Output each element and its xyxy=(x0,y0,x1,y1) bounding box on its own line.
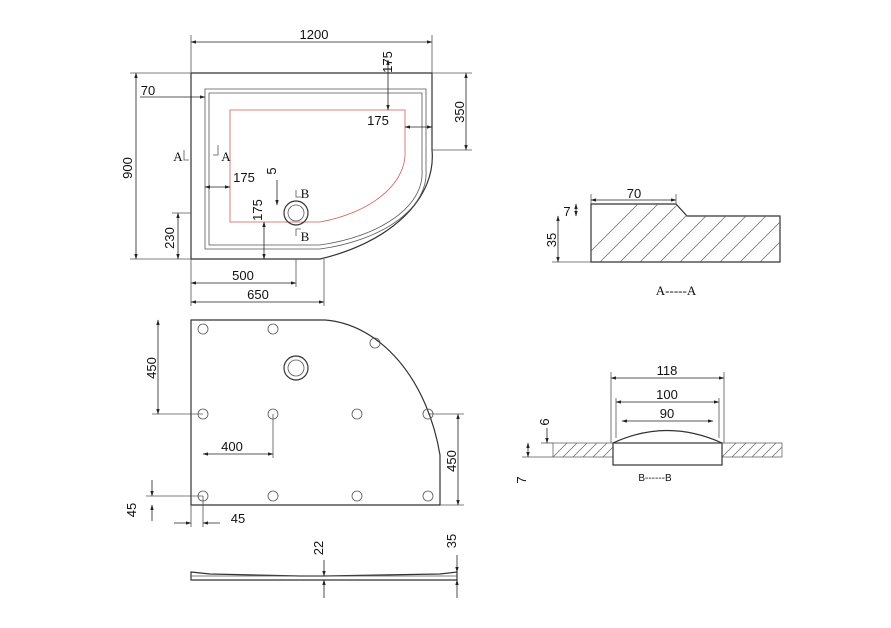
dim-175-inner-vert: 175 xyxy=(250,199,265,221)
bottom-dim-45-vert: 45 xyxy=(124,503,139,517)
section-bb-caption: B------B xyxy=(638,473,672,484)
bb-dim-90: 90 xyxy=(660,406,674,421)
dim-175-inner-left: 175 xyxy=(233,170,255,185)
section-b-top: B xyxy=(301,186,310,201)
support-foot xyxy=(422,490,434,502)
drain-icon xyxy=(283,200,309,226)
bottom-dim-450-left: 450 xyxy=(144,357,159,379)
bottom-drain-icon xyxy=(283,355,309,381)
support-foot xyxy=(351,408,363,420)
dim-175-corner: 175 xyxy=(380,51,395,73)
side-profile xyxy=(190,571,458,581)
section-b-bottom: B xyxy=(301,229,310,244)
section-bb: 118 100 90 6 7 B------B xyxy=(514,363,783,484)
side-dim-22: 22 xyxy=(311,541,326,555)
dim-350: 350 xyxy=(452,101,467,123)
bottom-view: 450 400 450 45 45 xyxy=(124,319,464,527)
section-aa: 70 7 35 A-----A xyxy=(544,186,781,298)
bottom-dim-450-right: 450 xyxy=(444,450,459,472)
dim-500: 500 xyxy=(232,268,254,283)
bb-dim-100: 100 xyxy=(656,387,678,402)
section-a-left: A xyxy=(173,149,183,164)
support-foot xyxy=(351,490,363,502)
support-foot xyxy=(197,323,209,335)
side-view: 22 35 xyxy=(190,534,459,598)
bb-dim-6: 6 xyxy=(537,418,552,425)
bottom-outline xyxy=(190,319,441,506)
section-aa-caption: A-----A xyxy=(656,283,697,298)
dim-650: 650 xyxy=(247,287,269,302)
support-foot xyxy=(267,323,279,335)
dim-900: 900 xyxy=(120,157,135,179)
drain-body xyxy=(612,442,723,466)
top-view: 1200 900 70 175 350 175 A A 175 5 B xyxy=(120,27,472,306)
aa-dim-70: 70 xyxy=(627,186,641,201)
side-dim-35: 35 xyxy=(444,534,459,548)
aa-dim-7: 7 xyxy=(563,204,570,219)
tray-outline xyxy=(190,72,433,260)
dim-175-inner-right: 175 xyxy=(367,113,389,128)
aa-dim-35: 35 xyxy=(544,233,559,247)
inner-basin xyxy=(229,109,406,223)
bb-dim-118: 118 xyxy=(657,363,678,378)
bb-dim-7: 7 xyxy=(514,476,529,483)
section-a-right: A xyxy=(221,149,231,164)
bottom-dim-400: 400 xyxy=(221,439,243,454)
bottom-dim-45-horiz: 45 xyxy=(231,511,245,526)
section-aa-profile xyxy=(590,203,781,263)
dim-1200: 1200 xyxy=(300,27,329,42)
support-foot xyxy=(369,337,381,349)
support-foot xyxy=(267,490,279,502)
dim-230: 230 xyxy=(162,227,177,249)
drain-cover xyxy=(612,430,723,444)
dim-70: 70 xyxy=(141,83,155,98)
dim-5: 5 xyxy=(264,167,279,174)
tray-rim xyxy=(204,88,427,250)
